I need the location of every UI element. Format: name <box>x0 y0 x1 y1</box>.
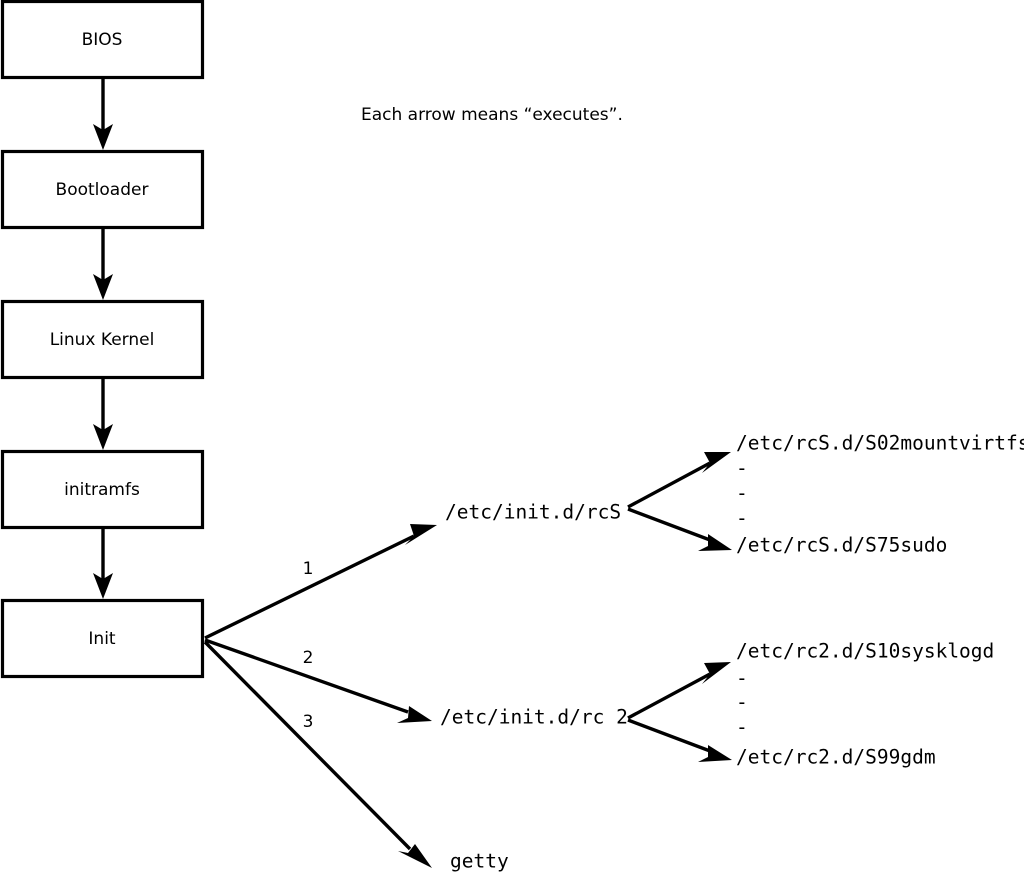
arrow-rcs-to-last-script <box>627 507 732 551</box>
arrow-init-to-rcs <box>204 524 437 640</box>
node-linux-kernel[interactable]: Linux Kernel <box>0 299 205 380</box>
node-bootloader-box <box>0 149 205 230</box>
arrow-init-to-rc2 <box>204 638 432 723</box>
node-bootloader[interactable]: Bootloader <box>0 149 205 230</box>
node-initramfs-box <box>0 449 205 530</box>
label-getty[interactable]: getty <box>450 850 509 873</box>
branch-number-2: 2 <box>303 648 314 668</box>
node-bootloader-label: Bootloader <box>56 180 149 200</box>
rcs-ellipsis-dash-1: - <box>736 457 748 480</box>
label-rcsd-first-script[interactable]: /etc/rcS.d/S02mountvirtfs <box>736 432 1024 455</box>
node-bios-label: BIOS <box>82 30 123 50</box>
rc2-ellipsis-dash-3: - <box>736 716 748 739</box>
rcs-ellipsis-dash-2: - <box>736 482 748 505</box>
arrow-bios-to-bootloader <box>93 77 113 150</box>
node-bios[interactable]: BIOS <box>0 0 205 80</box>
arrow-kernel-to-initramfs <box>93 377 113 450</box>
arrow-bootloader-to-kernel <box>93 227 113 300</box>
label-rc2d-first-script[interactable]: /etc/rc2.d/S10sysklogd <box>736 640 994 663</box>
arrow-rc2-to-first-script <box>627 662 731 720</box>
label-etc-initd-rc2[interactable]: /etc/init.d/rc 2 <box>440 706 628 729</box>
node-linux-kernel-label: Linux Kernel <box>50 330 155 350</box>
node-initramfs-label: initramfs <box>64 480 140 500</box>
label-rcsd-last-script[interactable]: /etc/rcS.d/S75sudo <box>736 534 947 557</box>
label-etc-initd-rcs[interactable]: /etc/init.d/rcS <box>445 501 621 524</box>
branch-number-3: 3 <box>303 712 314 732</box>
branch-number-1: 1 <box>303 559 314 579</box>
rcs-ellipsis-dash-3: - <box>736 507 748 530</box>
rc2-ellipsis-dash-1: - <box>736 667 748 690</box>
rc2-ellipsis-dash-2: - <box>736 691 748 714</box>
node-initramfs[interactable]: initramfs <box>0 449 205 530</box>
node-bios-box <box>0 0 205 80</box>
arrow-initramfs-to-init <box>93 527 113 599</box>
label-rc2d-last-script[interactable]: /etc/rc2.d/S99gdm <box>736 746 936 769</box>
arrow-init-to-getty <box>203 640 432 868</box>
arrow-rc2-to-last-script <box>627 718 732 762</box>
caption-text: Each arrow means “executes”. <box>361 105 623 125</box>
node-init-label: Init <box>88 629 116 649</box>
node-init[interactable]: Init <box>0 598 205 679</box>
node-init-box <box>0 598 205 679</box>
arrow-rcs-to-first-script <box>627 452 731 509</box>
